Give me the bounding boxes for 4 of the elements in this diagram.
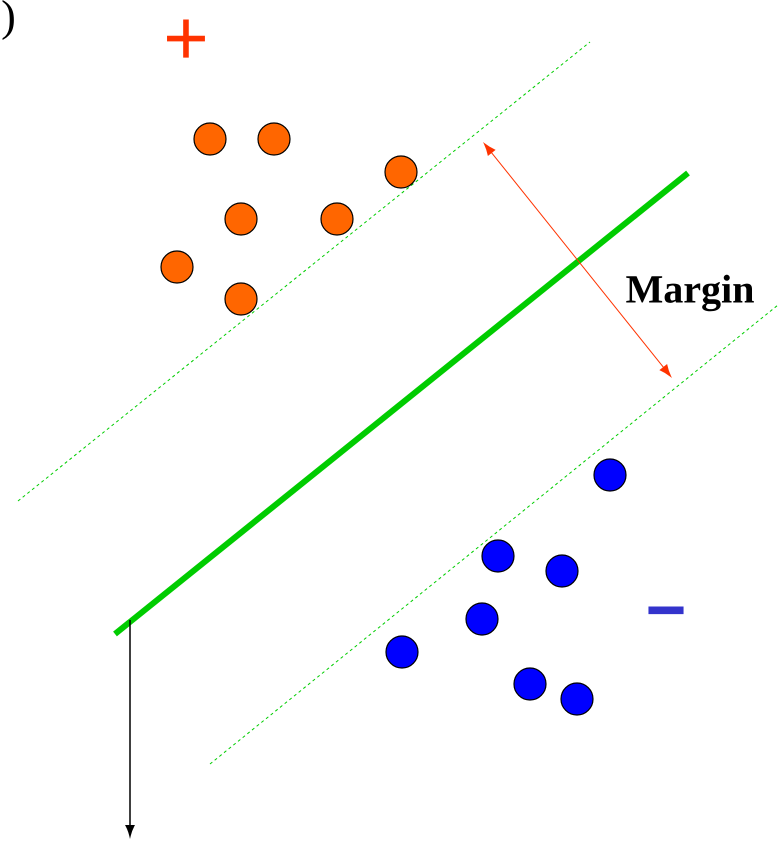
plus-sign: + [167, 20, 205, 58]
minus-sign: − [648, 606, 684, 614]
margin-label: Margin [626, 274, 754, 312]
figure-label: ) [2, 0, 14, 40]
